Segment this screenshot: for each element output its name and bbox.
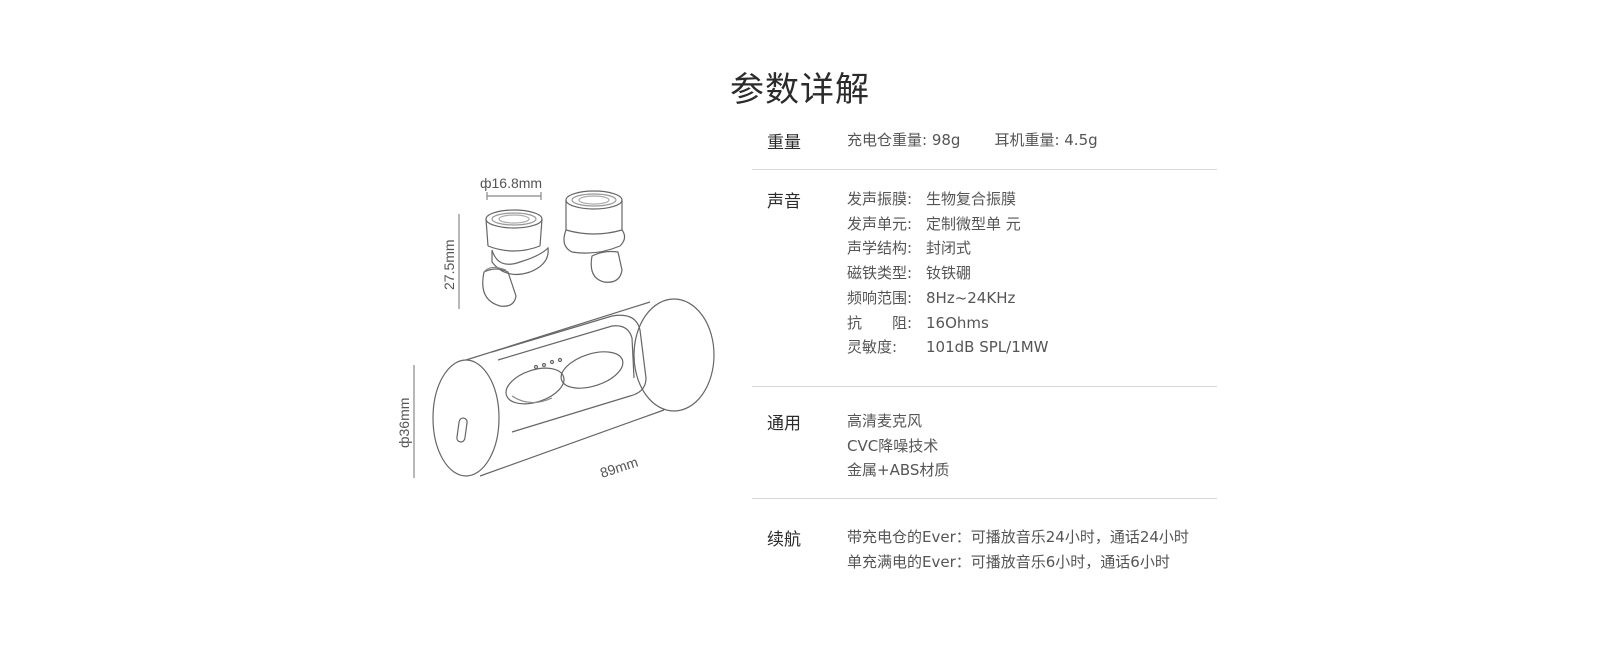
earbud-height-label: 27.5mm bbox=[441, 239, 457, 290]
battery-spec-list: 带充电仓的Ever：可播放音乐24小时，通话24小时 单充满电的Ever：可播放… bbox=[847, 525, 1189, 574]
weight-values: 充电仓重量: 98g 耳机重量: 4.5g bbox=[847, 128, 1098, 153]
list-item: 频响范围:8Hz~24KHz bbox=[847, 288, 1016, 307]
list-item: 发声单元:定制微型单 元 bbox=[847, 214, 1021, 233]
section-label-battery: 续航 bbox=[767, 530, 801, 550]
earbud-weight: 耳机重量: 4.5g bbox=[994, 131, 1098, 149]
section-label-sound: 声音 bbox=[767, 192, 801, 212]
page-title: 参数详解 bbox=[730, 70, 870, 110]
divider bbox=[752, 169, 1217, 170]
list-item: CVC降噪技术 bbox=[847, 436, 939, 455]
general-spec-list: 高清麦克风 CVC降噪技术 金属+ABS材质 bbox=[847, 409, 949, 483]
list-item: 高清麦克风 bbox=[847, 412, 923, 430]
list-item: 抗 阻:16Ohms bbox=[847, 313, 989, 332]
case-weight: 充电仓重量: 98g bbox=[847, 131, 961, 149]
case-diameter-label: ф36mm bbox=[396, 398, 412, 448]
section-label-weight: 重量 bbox=[767, 133, 801, 153]
right-earbud-drawing bbox=[563, 190, 626, 283]
section-label-general: 通用 bbox=[767, 414, 801, 434]
list-item: 灵敏度:101dB SPL/1MW bbox=[847, 338, 1049, 357]
earbud-diameter-label: ф16.8mm bbox=[480, 175, 542, 191]
list-item: 带充电仓的Ever：可播放音乐24小时，通话24小时 bbox=[847, 528, 1189, 546]
list-item: 磁铁类型:钕铁硼 bbox=[847, 264, 972, 283]
divider bbox=[752, 386, 1217, 387]
list-item: 发声振膜:生物复合振膜 bbox=[847, 190, 1017, 208]
case-length-label: 89mm bbox=[598, 454, 640, 481]
list-item: 金属+ABS材质 bbox=[847, 461, 950, 480]
list-item: 声学结构:封闭式 bbox=[847, 239, 972, 258]
list-item: 单充满电的Ever：可播放音乐6小时，通话6小时 bbox=[847, 552, 1170, 571]
divider bbox=[752, 498, 1217, 499]
product-drawing: ф16.8mm 27.5mm ф36mm 89mm bbox=[396, 175, 715, 481]
sound-spec-list: 发声振膜:生物复合振膜 发声单元:定制微型单 元 声学结构:封闭式 磁铁类型:钕… bbox=[847, 187, 1049, 360]
left-earbud-drawing bbox=[482, 209, 549, 307]
charging-case-drawing bbox=[432, 298, 715, 477]
